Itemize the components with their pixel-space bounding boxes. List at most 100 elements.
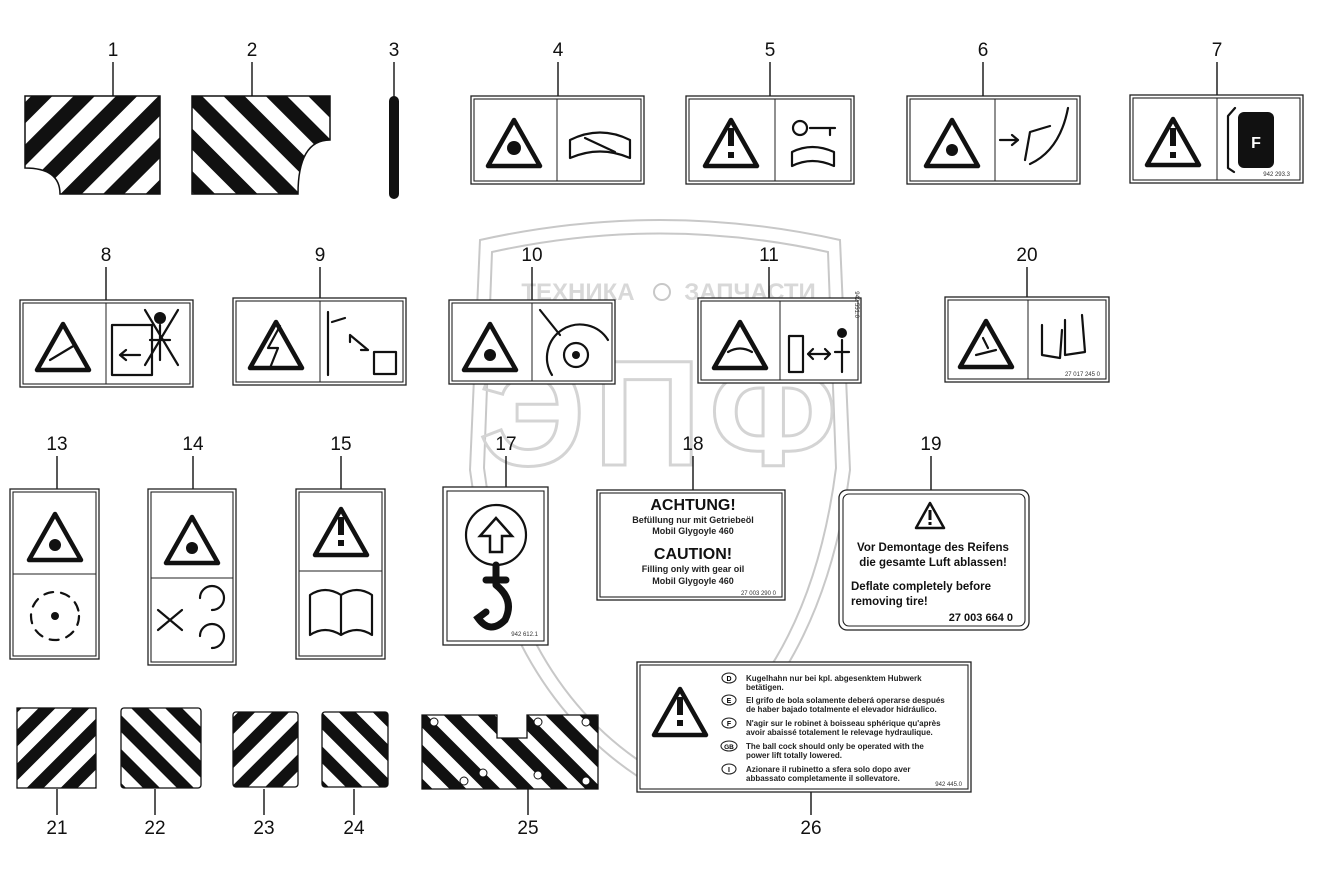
- row-i-line1: Azionare il rubinetto a sfera solo dopo …: [746, 765, 910, 774]
- callout-labels: 1 2 3 4 5 6 7 8 9 10 11 20 13 14 15 17 1…: [46, 40, 1222, 839]
- row-e-line1: El grifo de bola solamente deberá operar…: [746, 696, 945, 705]
- arrow-icon: [998, 133, 1020, 147]
- no-touch-icon: [156, 608, 184, 632]
- row-f-line1: N'agir sur le robinet à boisseau sphériq…: [746, 719, 941, 728]
- rotation-arrow-icon: [198, 584, 226, 612]
- callout-26: 26: [800, 818, 821, 839]
- sign-7: F 942 293.3: [1129, 94, 1304, 184]
- person-icon: [837, 328, 847, 338]
- manual-book-icon: [790, 145, 836, 168]
- instruction-row-f: F N'agir sur le robinet à boisseau sphér…: [721, 717, 941, 737]
- distance-arrow-icon: [348, 333, 370, 352]
- stripe-decal-23: [232, 711, 299, 788]
- rotating-parts-icon: [51, 612, 59, 620]
- platform-icon: [110, 323, 154, 377]
- sign-17: 942 612.1: [442, 486, 549, 646]
- stripe-decal-25: [421, 714, 599, 790]
- sign-19: Vor Demontage des Reifens die gesamte Lu…: [838, 489, 1030, 631]
- arrow-icon: [538, 308, 562, 337]
- callout-24: 24: [343, 818, 365, 839]
- manual-book-icon: [308, 588, 374, 637]
- badge-i: I: [728, 767, 730, 774]
- hot-surface-icon: [726, 347, 754, 354]
- gloves-icon: [1040, 313, 1087, 360]
- crush-hazard-icon: [946, 144, 958, 156]
- machine-icon: [787, 334, 805, 374]
- instruction-row-gb: GB The ball cock should only be operated…: [720, 740, 924, 760]
- line1-de: Befüllung nur mit Getriebeöl: [632, 515, 754, 525]
- code-11: 942 551.0: [853, 291, 859, 318]
- crane-hook-icon: [473, 561, 512, 631]
- code-7: 942 293.3: [1263, 172, 1290, 178]
- vehicle-box-icon: [372, 350, 398, 376]
- hand-hazard-icon: [974, 336, 998, 357]
- sign-6: [906, 95, 1081, 185]
- explosion-icon: [507, 141, 521, 155]
- watermark-gear-icon: [653, 283, 671, 301]
- hand-hazard-icon: [484, 349, 496, 361]
- callout-7: 7: [1212, 40, 1223, 61]
- callout-17: 17: [495, 434, 516, 455]
- stripe-decal-22: [120, 707, 202, 789]
- line2-en: Mobil Glygoyle 460: [652, 576, 734, 586]
- fuel-glyph: F: [1251, 135, 1261, 152]
- row-gb-line2: power lift totally lowered.: [746, 751, 842, 760]
- sign-13: [9, 488, 100, 660]
- callout-4: 4: [553, 40, 564, 61]
- person-icon: [154, 312, 166, 324]
- code-19: 27 003 664 0: [949, 612, 1013, 624]
- instruction-row-i: I Azionare il rubinetto a sfera solo dop…: [721, 763, 910, 783]
- stripe-decal-2: [191, 95, 331, 195]
- sign-5: [685, 95, 855, 185]
- code-18: 27 003 290 0: [741, 591, 777, 597]
- manual-book-icon: [568, 131, 632, 160]
- badge-e: E: [727, 698, 732, 705]
- callout-14: 14: [182, 434, 204, 455]
- row-e-line2: de haber bajado totalmente el elevador h…: [746, 705, 937, 714]
- stripe-strip-3: [389, 96, 399, 199]
- sign-20: 27 017 245 0: [944, 296, 1110, 383]
- badge-d: D: [726, 676, 731, 683]
- line2-de: die gesamte Luft ablassen!: [859, 557, 1007, 569]
- badge-gb: GB: [724, 744, 734, 751]
- row-d-line2: betätigen.: [746, 683, 784, 692]
- sign-9: [232, 297, 407, 386]
- callout-18: 18: [682, 434, 703, 455]
- callout-3: 3: [389, 40, 400, 61]
- fall-hazard-icon: [48, 343, 77, 362]
- callout-19: 19: [920, 434, 941, 455]
- line2-en: removing tire!: [851, 596, 928, 608]
- line1-en: Deflate completely before: [851, 581, 991, 593]
- distance-arrow-icon: [806, 347, 832, 361]
- row-gb-line1: The ball cock should only be operated wi…: [746, 742, 924, 751]
- sign-8: [19, 299, 194, 388]
- callout-15: 15: [330, 434, 351, 455]
- stripe-decal-21: [16, 707, 97, 789]
- fuel-canister-icon: [1238, 112, 1274, 168]
- heading-en: CAUTION!: [654, 546, 732, 563]
- stripe-decal-1: [24, 95, 161, 195]
- callout-9: 9: [315, 245, 326, 266]
- row-f-line2: avoir abaissé totalement le relevage hyd…: [746, 728, 933, 737]
- hand-hazard-icon: [49, 539, 61, 551]
- callout-22: 22: [144, 818, 165, 839]
- sign-10: [448, 299, 616, 385]
- sign-11: 942 551.0: [697, 291, 862, 384]
- sign-18: ACHTUNG! Befüllung nur mit Getriebeöl Mo…: [596, 489, 786, 601]
- electric-hazard-icon: [266, 324, 282, 370]
- gap-icon: [1023, 106, 1070, 166]
- callout-8: 8: [101, 245, 112, 266]
- instruction-row-d: D Kugelhahn nur bei kpl. abgesenktem Hub…: [721, 672, 922, 692]
- line1-de: Vor Demontage des Reifens: [857, 542, 1009, 554]
- callout-1: 1: [108, 40, 119, 61]
- rotating-blade-icon: [545, 323, 610, 377]
- callout-13: 13: [46, 434, 67, 455]
- sign-4: [470, 95, 645, 185]
- callout-21: 21: [46, 818, 67, 839]
- callout-20: 20: [1016, 245, 1037, 266]
- code-17: 942 612.1: [511, 632, 538, 638]
- sign-15: [295, 488, 386, 660]
- callout-23: 23: [253, 818, 274, 839]
- code-20: 27 017 245 0: [1065, 372, 1101, 378]
